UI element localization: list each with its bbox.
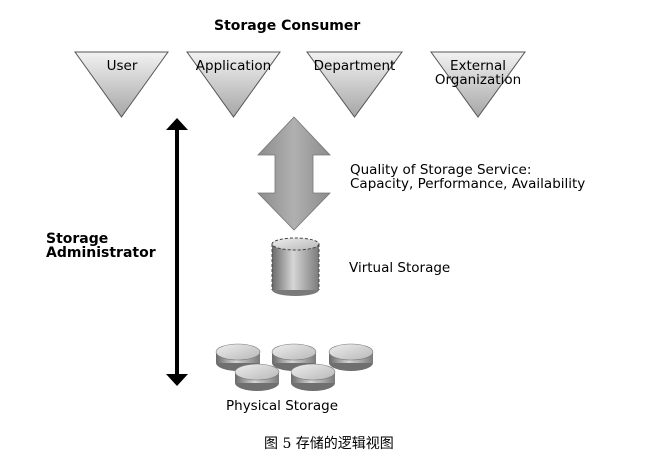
physical-storage-disks: [215, 343, 374, 391]
figure-caption: 图 5 存储的逻辑视图: [264, 436, 394, 452]
disk-3: [328, 343, 374, 371]
consumer-label-external: External: [449, 58, 506, 74]
consumer-triangle-application: [186, 51, 281, 118]
physical-storage-label: Physical Storage: [226, 398, 339, 414]
disk-4: [234, 363, 280, 391]
consumer-label-department: Department: [313, 58, 396, 74]
storage-administrator-label-line1: Storage: [46, 231, 109, 247]
virtual-storage-label: Virtual Storage: [349, 260, 451, 276]
consumer-triangle-user: [74, 51, 169, 118]
consumer-label-application: Application: [195, 58, 272, 74]
storage-administrator-label-line2: Administrator: [46, 245, 156, 261]
consumer-triangle-external-organization: [430, 51, 526, 118]
consumer-triangle-department: [306, 51, 403, 118]
quality-of-service-arrow: [257, 116, 331, 231]
qos-label-line2: Capacity, Performance, Availability: [350, 176, 586, 192]
administrator-range-arrow: [166, 118, 188, 386]
consumer-label-user: User: [106, 58, 138, 74]
qos-label-line1: Quality of Storage Service:: [350, 162, 532, 178]
disk-5: [290, 363, 336, 391]
consumer-label-organization: Organization: [434, 72, 522, 88]
storage-consumer-heading: Storage Consumer: [214, 18, 361, 34]
virtual-storage-cylinder: [271, 237, 320, 296]
